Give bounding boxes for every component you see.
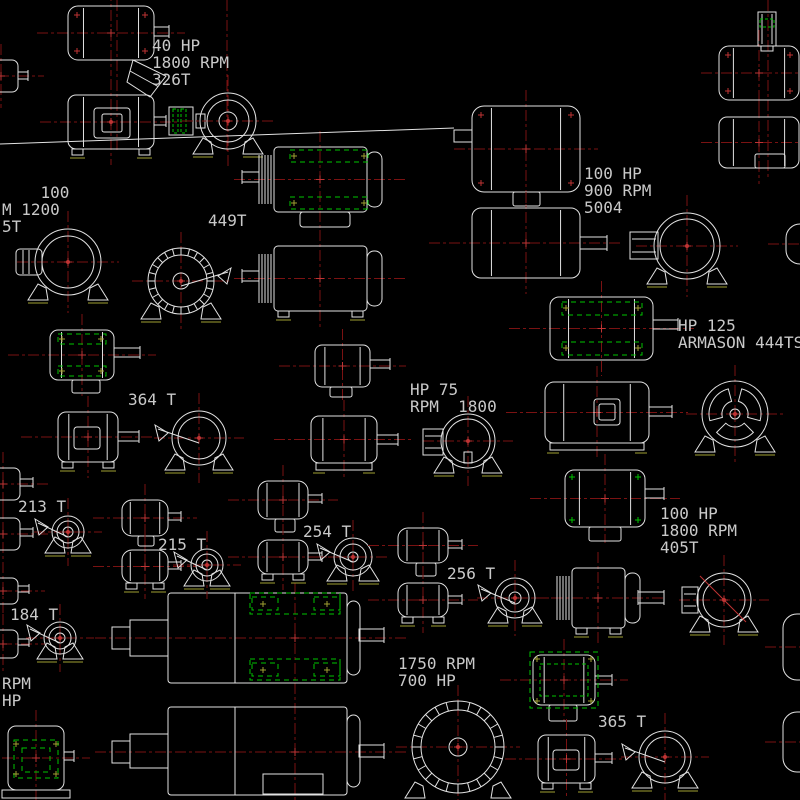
motor-end-256t[interactable] [477, 560, 553, 636]
motor-topview-100hp900[interactable] [0, 90, 598, 208]
motor-side-40hp[interactable] [40, 79, 182, 165]
label-100-1200-5t: 100 M 1200 5T [2, 183, 70, 236]
motor-side-mid[interactable] [506, 366, 688, 459]
label-184t: 184 T [10, 605, 59, 624]
motor-small-mid[interactable] [279, 329, 406, 403]
label-215t: 215 T [158, 535, 207, 554]
label-213t: 213 T [18, 497, 67, 516]
label-449t: 449T [208, 211, 247, 230]
motor-cut-l1[interactable] [0, 452, 49, 516]
motor-side-100hp900[interactable] [429, 192, 623, 294]
motor-256t-b[interactable] [368, 567, 478, 633]
motor-hp75-end[interactable] [422, 396, 513, 486]
motor-topview-40hp[interactable] [37, 0, 185, 76]
motor-end-row3[interactable] [154, 393, 244, 483]
motor-365t[interactable] [500, 639, 628, 722]
motor-end-diag[interactable] [679, 555, 769, 645]
motor-side-tr[interactable] [701, 101, 800, 184]
motor-hp75-side[interactable] [274, 400, 414, 479]
motor-cut-l2[interactable] [0, 502, 49, 566]
motor-bottom-left[interactable] [0, 710, 90, 800]
label-100hp-900rpm-5004: 100 HP 900 RPM 5004 [584, 164, 652, 217]
motor-cut-r3[interactable] [768, 223, 800, 265]
motor-side-365b[interactable] [505, 719, 628, 799]
funnel-40hp[interactable] [126, 59, 167, 98]
motor-end-40hp[interactable] [182, 75, 274, 167]
motor-cut-r1[interactable] [765, 613, 800, 681]
motor-end-3slot[interactable] [686, 365, 784, 463]
motor-finned-3[interactable] [532, 552, 665, 644]
label-256t: 256 T [447, 564, 496, 583]
motor-big-top[interactable] [111, 592, 385, 684]
motor-big-bottom[interactable] [111, 706, 385, 796]
motor-end-365b[interactable] [621, 713, 709, 800]
motor-end-254t[interactable] [316, 520, 390, 594]
motor-end-215t[interactable] [173, 531, 241, 599]
motor-hp125[interactable] [509, 281, 694, 376]
label-40hp-326t: 40 HP 1800 RPM 326T [152, 36, 230, 89]
motor-cut-tl[interactable] [0, 44, 44, 108]
motor-finned-end[interactable] [132, 232, 232, 330]
motor-254t-b[interactable] [228, 524, 338, 590]
motor-end-100hp900[interactable] [629, 195, 738, 297]
motor-end-left[interactable] [15, 211, 119, 313]
motor-cut-l4[interactable] [0, 614, 45, 674]
motor-side-row3[interactable] [21, 396, 155, 478]
label-364t: 364 T [128, 390, 177, 409]
motor-topview-tr[interactable] [701, 30, 800, 116]
label-254t: 254 T [303, 522, 352, 541]
label-hp75-rpm1800: HP 75 RPM 1800 [410, 380, 497, 416]
label-100hp-1800rpm-405t: 100 HP 1800 RPM 405T [660, 504, 738, 557]
motor-cut-l3[interactable] [0, 562, 45, 620]
motor-end-184t[interactable] [26, 604, 94, 672]
label-rpm-hp-cut: RPM HP [2, 674, 31, 710]
motor-254t-a[interactable] [228, 465, 338, 535]
motor-405t[interactable] [530, 454, 680, 543]
motor-finned-2[interactable] [234, 230, 406, 327]
motor-cut-r2[interactable] [765, 711, 800, 773]
label-hp125-armason: HP 125 ARMASON 444TS [678, 316, 800, 352]
motor-364t[interactable] [8, 314, 156, 396]
label-365t: 365 T [598, 712, 647, 731]
conduit-pipe[interactable] [757, 11, 777, 52]
label-1750rpm-700hp: 1750 RPM 700 HP [398, 654, 476, 690]
motor-finned-449t[interactable] [234, 131, 406, 228]
motor-finned-end-big[interactable] [396, 685, 520, 800]
centerlines [95, 0, 769, 800]
motor-end-213t[interactable] [34, 498, 102, 566]
